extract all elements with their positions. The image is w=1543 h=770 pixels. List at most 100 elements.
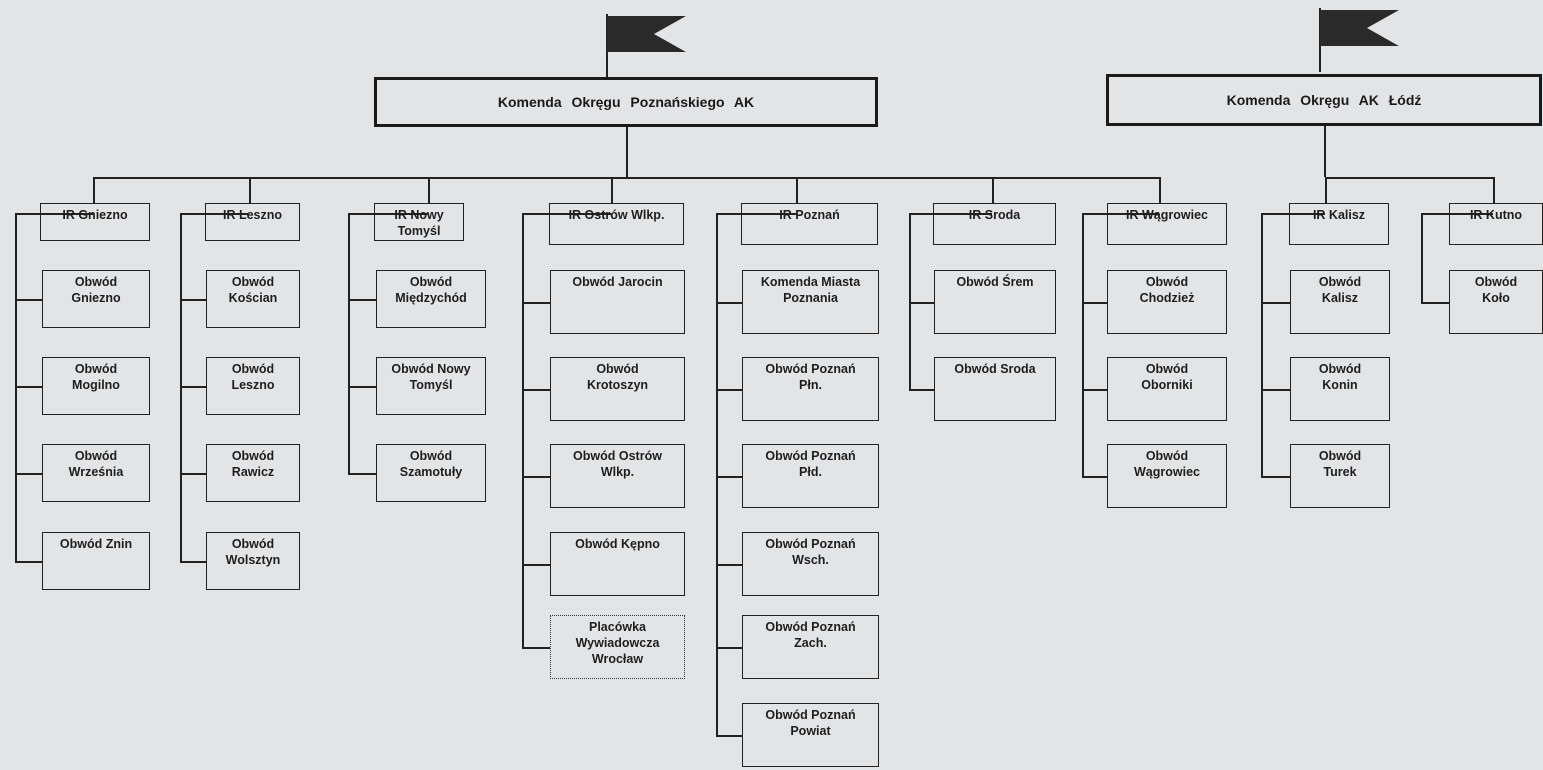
column-spine-line bbox=[522, 213, 524, 647]
unit-connector-line bbox=[1082, 389, 1107, 391]
unit-box: Obwód Poznań Wsch. bbox=[742, 532, 879, 596]
unit-connector-line bbox=[1082, 302, 1107, 304]
unit-connector-line bbox=[522, 647, 550, 649]
unit-connector-line bbox=[716, 647, 742, 649]
command-stem-line bbox=[626, 127, 628, 177]
ir-box: IR Nowy Tomyśl bbox=[374, 203, 464, 241]
unit-connector-line bbox=[15, 473, 42, 475]
unit-box: Obwód Turek bbox=[1290, 444, 1390, 508]
unit-connector-line bbox=[180, 299, 206, 301]
unit-box: Obwód Wągrowiec bbox=[1107, 444, 1227, 508]
unit-connector-line bbox=[909, 302, 934, 304]
spine-top-line bbox=[348, 213, 428, 215]
column-drop-line bbox=[1493, 177, 1495, 203]
unit-connector-line bbox=[15, 386, 42, 388]
command-bus-line bbox=[93, 177, 1161, 179]
unit-connector-line bbox=[1261, 476, 1290, 478]
unit-box: Obwód Poznań Powiat bbox=[742, 703, 879, 767]
unit-box: Obwód Ostrów Wlkp. bbox=[550, 444, 685, 508]
spine-top-line bbox=[1261, 213, 1325, 215]
unit-connector-line bbox=[348, 386, 376, 388]
unit-box: Obwód Szamotuły bbox=[376, 444, 486, 502]
column-spine-line bbox=[716, 213, 718, 735]
ir-box: IR Ostrów Wlkp. bbox=[549, 203, 684, 245]
unit-connector-line bbox=[1421, 302, 1449, 304]
unit-box: Obwód Poznań Płd. bbox=[742, 444, 879, 508]
unit-box: Obwód Wolsztyn bbox=[206, 532, 300, 590]
ir-box: IR Sroda bbox=[933, 203, 1056, 245]
ir-box: IR Poznań bbox=[741, 203, 878, 245]
unit-box: Obwód Gniezno bbox=[42, 270, 150, 328]
unit-box: Obwód Mogilno bbox=[42, 357, 150, 415]
unit-box: Obwód Nowy Tomyśl bbox=[376, 357, 486, 415]
ir-box: IR Wągrowiec bbox=[1107, 203, 1227, 245]
column-drop-line bbox=[249, 177, 251, 203]
unit-box: Obwód Międzychód bbox=[376, 270, 486, 328]
unit-box: Obwód Poznań Zach. bbox=[742, 615, 879, 679]
column-spine-line bbox=[1421, 213, 1423, 302]
unit-connector-line bbox=[15, 299, 42, 301]
unit-box: Obwód Leszno bbox=[206, 357, 300, 415]
spine-top-line bbox=[180, 213, 249, 215]
command-bus-line bbox=[1325, 177, 1495, 179]
flag-icon bbox=[1319, 8, 1399, 72]
unit-connector-line bbox=[348, 473, 376, 475]
unit-connector-line bbox=[522, 389, 550, 391]
unit-box: Obwód Chodzież bbox=[1107, 270, 1227, 334]
unit-connector-line bbox=[716, 735, 742, 737]
unit-connector-line bbox=[348, 299, 376, 301]
spine-top-line bbox=[522, 213, 611, 215]
column-drop-line bbox=[1325, 177, 1327, 203]
unit-connector-line bbox=[716, 564, 742, 566]
ir-box: IR Leszno bbox=[205, 203, 300, 241]
unit-connector-line bbox=[15, 561, 42, 563]
unit-connector-line bbox=[522, 302, 550, 304]
column-drop-line bbox=[611, 177, 613, 203]
unit-box: Obwód Kalisz bbox=[1290, 270, 1390, 334]
command-box: Komenda Okręgu AK Łódź bbox=[1106, 74, 1542, 126]
unit-box: Obwód Jarocin bbox=[550, 270, 685, 334]
spine-top-line bbox=[716, 213, 796, 215]
ir-box: IR Kalisz bbox=[1289, 203, 1389, 245]
spine-top-line bbox=[15, 213, 93, 215]
command-box: Komenda Okręgu Poznańskiego AK bbox=[374, 77, 878, 127]
ir-box: IR Gniezno bbox=[40, 203, 150, 241]
unit-box: Obwód Znin bbox=[42, 532, 150, 590]
unit-box: Obwód Śrem bbox=[934, 270, 1056, 334]
outpost-box: Placówka Wywiadowcza Wrocław bbox=[550, 615, 685, 679]
column-drop-line bbox=[93, 177, 95, 203]
spine-top-line bbox=[1421, 213, 1493, 215]
unit-connector-line bbox=[1261, 389, 1290, 391]
unit-connector-line bbox=[522, 564, 550, 566]
command-stem-line bbox=[1324, 126, 1326, 177]
unit-connector-line bbox=[716, 476, 742, 478]
unit-box: Obwód Oborniki bbox=[1107, 357, 1227, 421]
unit-box: Obwód Kościan bbox=[206, 270, 300, 328]
column-spine-line bbox=[348, 213, 350, 473]
unit-box: Obwód Konin bbox=[1290, 357, 1390, 421]
spine-top-line bbox=[1082, 213, 1159, 215]
column-drop-line bbox=[428, 177, 430, 203]
unit-connector-line bbox=[522, 476, 550, 478]
unit-connector-line bbox=[1082, 476, 1107, 478]
unit-box: Obwód Krotoszyn bbox=[550, 357, 685, 421]
unit-connector-line bbox=[716, 302, 742, 304]
unit-box: Obwód Rawicz bbox=[206, 444, 300, 502]
unit-connector-line bbox=[716, 389, 742, 391]
unit-box: Komenda Miasta Poznania bbox=[742, 270, 879, 334]
flag-icon bbox=[606, 14, 686, 78]
unit-box: Obwód Koło bbox=[1449, 270, 1543, 334]
unit-box: Obwód Września bbox=[42, 444, 150, 502]
unit-box: Obwód Poznań Płn. bbox=[742, 357, 879, 421]
column-drop-line bbox=[1159, 177, 1161, 203]
unit-connector-line bbox=[180, 473, 206, 475]
spine-top-line bbox=[909, 213, 992, 215]
column-spine-line bbox=[909, 213, 911, 389]
unit-connector-line bbox=[180, 561, 206, 563]
unit-connector-line bbox=[180, 386, 206, 388]
column-spine-line bbox=[1261, 213, 1263, 476]
unit-connector-line bbox=[909, 389, 934, 391]
column-drop-line bbox=[992, 177, 994, 203]
unit-connector-line bbox=[1261, 302, 1290, 304]
